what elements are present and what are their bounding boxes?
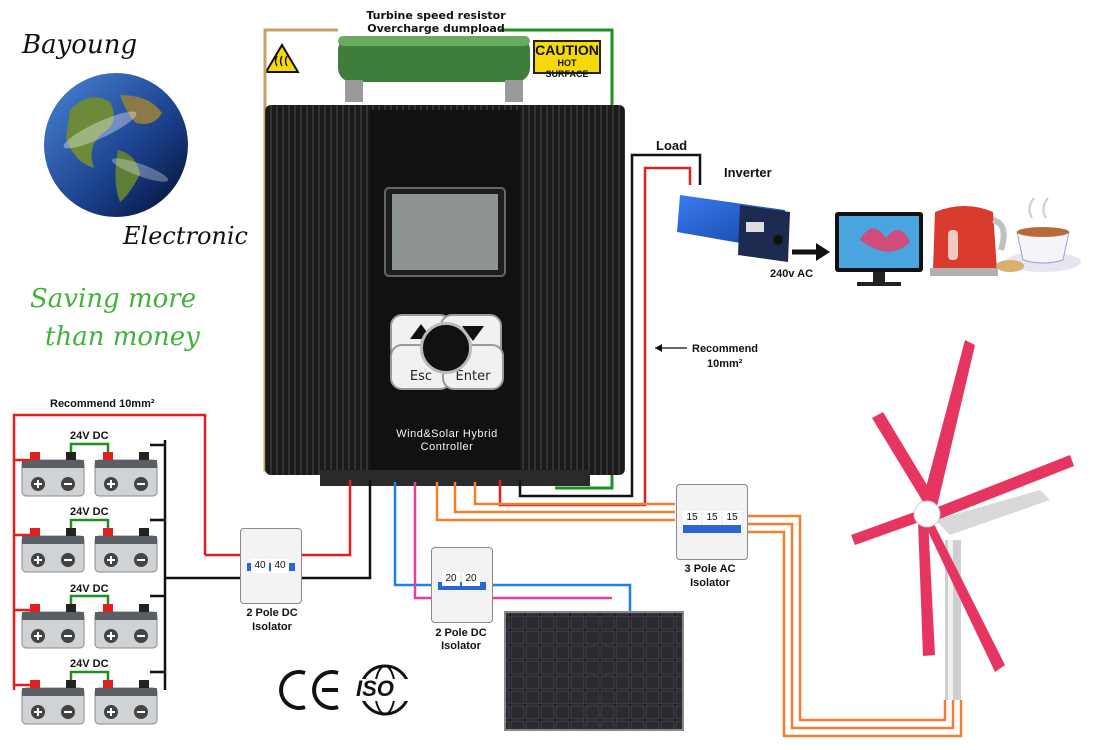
resistor-label-line2: Overcharge dumpload [367,22,505,35]
battery-icon [21,680,85,725]
battery-voltage-1: 24V DC [70,430,109,442]
recommend-right-line1: Recommend [692,343,759,355]
solar-isolator: 20 20 [431,547,493,623]
iso-text: ISO [356,676,394,701]
wind-isolator: 15 15 15 [676,484,748,560]
series-link-wire [69,670,110,680]
battery-icon [94,604,158,649]
brand-top: Bayoung [22,30,138,60]
controller-name-line1: Wind&Solar Hybrid [396,428,498,440]
resistor-label-line1: Turbine speed resistor [366,9,506,22]
caution-sign: CAUTION HOT SURFACE [533,40,601,79]
load-label: Load [656,138,688,153]
brand-bottom: Electronic [123,222,248,250]
hybrid-controller [265,105,625,486]
wind-isolator-rating-3: 15 [723,511,741,525]
solar-isolator-line2: Isolator [441,640,481,652]
battery-icon [21,604,85,649]
tea-cup-icon [996,197,1081,272]
tv-icon [835,212,923,286]
controller-name-line2: Controller [420,441,474,453]
wind-isolator-line2: Isolator [690,577,730,589]
wind-turbine-icon [851,340,1074,700]
battery-bank [21,442,158,725]
kettle-icon [930,206,1007,276]
series-link-wire [69,518,110,528]
solar-isolator-rating-1: 20 [442,572,460,586]
solar-isolator-rating-2: 20 [462,572,480,586]
earth-logo-icon [44,73,188,217]
recommend-right-line2: 10mm² [707,358,743,370]
battery-isolator-line2: Isolator [252,621,292,633]
enter-label: Enter [455,369,491,384]
solar-panel [504,611,684,731]
wind-isolator-line1: 3 Pole AC [684,563,736,575]
battery-icon [21,452,85,497]
inverter-icon [677,195,830,262]
esc-label: Esc [409,369,433,384]
series-link-wire [69,442,110,452]
ce-mark-icon [279,670,339,710]
iso-mark-icon [358,664,413,716]
dumpload-resistor-icon [264,36,530,102]
battery-isolator-rating-1: 40 [251,559,269,573]
slogan-line1: Saving more [30,284,197,314]
controller-center-knob[interactable] [420,322,472,374]
series-link-wire [69,594,110,604]
battery-icon [21,528,85,573]
battery-voltage-3: 24V DC [70,583,109,595]
battery-isolator-line1: 2 Pole DC [246,607,298,619]
solar-isolator-line1: 2 Pole DC [435,627,487,639]
battery-voltage-2: 24V DC [70,506,109,518]
battery-icon [94,528,158,573]
caution-subtitle: HOT SURFACE [545,58,589,79]
wind-isolator-rating-2: 15 [703,511,721,525]
battery-voltage-4: 24V DC [70,658,109,670]
wind-isolator-rating-1: 15 [683,511,701,525]
battery-isolator-rating-2: 40 [271,559,289,573]
ac-voltage-label: 240v AC [770,268,814,280]
inverter-label: Inverter [724,165,772,180]
battery-icon [94,452,158,497]
battery-isolator: 40 40 [240,528,302,604]
battery-icon [94,680,158,725]
recommend-left: Recommend 10mm² [50,398,155,410]
slogan-line2: than money [45,322,200,352]
caution-title: CAUTION [535,42,599,58]
